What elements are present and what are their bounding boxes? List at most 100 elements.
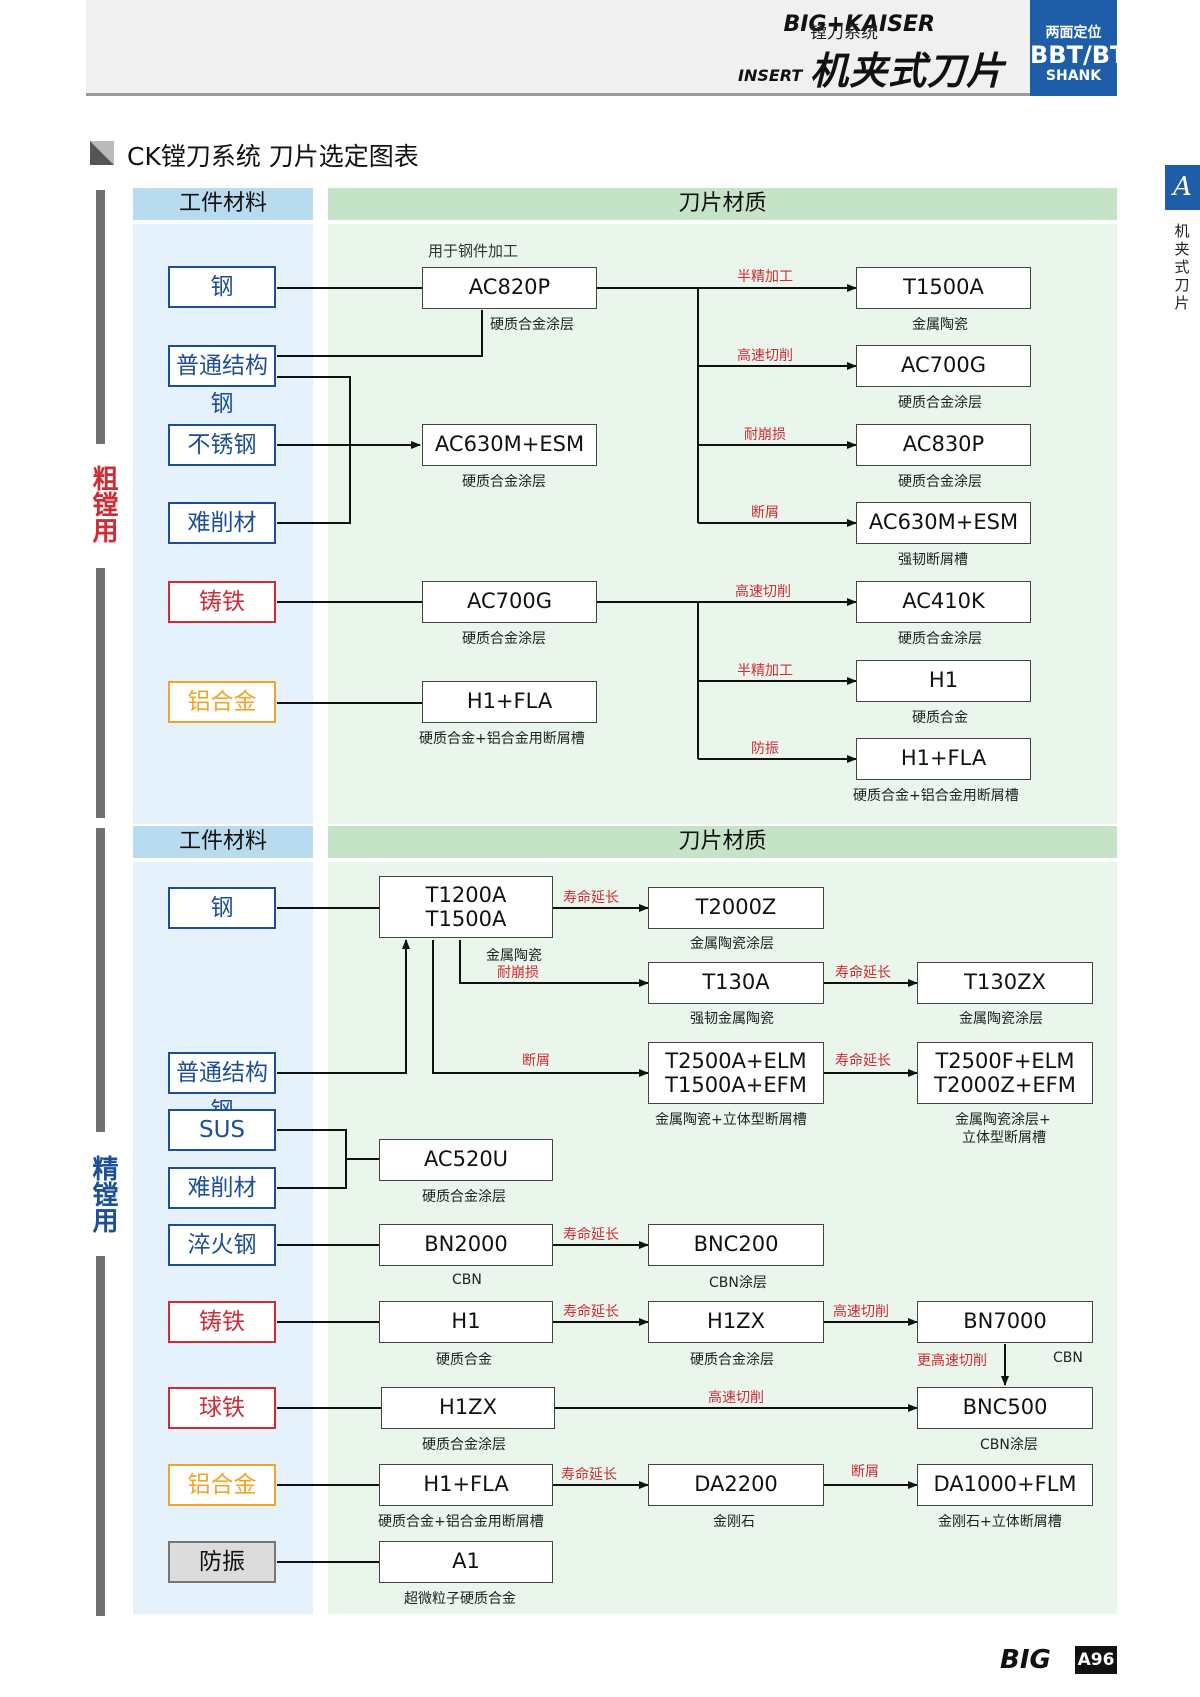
rough-insert-ac630m: AC630M+ESM [422, 424, 597, 466]
finish-insert-bn2000-caption: CBN [452, 1272, 482, 1288]
rough-insert-h1fla-b-caption: 硬质合金+铝合金用断屑槽 [853, 788, 1019, 804]
rough-insert-t1500a: T1500A [856, 267, 1031, 309]
finish-insert-h1: H1 [379, 1301, 553, 1343]
rough-insert-ac700g-b: AC700G [856, 345, 1031, 387]
finish-material-steel: 钢 [168, 887, 276, 929]
rough-bar-bottom [96, 568, 105, 818]
finish-material-ductile-iron: 球铁 [168, 1387, 276, 1429]
finish-label-life-4: 寿命延长 [563, 1227, 619, 1243]
side-tab-text: 机夹式刀片 [1174, 222, 1190, 312]
finish-bar-bottom [96, 1256, 105, 1616]
finish-material-cast-iron: 铸铁 [168, 1301, 276, 1343]
rough-insert-ac820p-caption: 硬质合金涂层 [490, 317, 574, 333]
finish-insert-t130a-caption: 强韧金属陶瓷 [690, 1011, 774, 1027]
rough-material-aluminum: 铝合金 [168, 681, 276, 723]
finish-label-higher-speed: 更高速切削 [917, 1353, 987, 1369]
finish-label-chip: 断屑 [522, 1053, 550, 1069]
rough-insert-ac830p: AC830P [856, 424, 1031, 466]
rough-note-steel: 用于钢件加工 [428, 242, 519, 260]
finish-insert-t2000z-caption: 金属陶瓷涂层 [690, 936, 774, 952]
finish-insert-h1zx-b: H1ZX [381, 1387, 555, 1429]
rough-insert-ac820p: AC820P [422, 267, 597, 309]
finish-insert-t1200a: T1200A T1500A [379, 876, 553, 938]
rough-bar-top [96, 190, 105, 444]
finish-insert-da2200-caption: 金刚石 [713, 1514, 755, 1530]
rough-label-high-speed-1: 高速切削 [737, 348, 793, 364]
finish-label-life-2: 寿命延长 [835, 965, 891, 981]
finish-insert-t2000z: T2000Z [648, 887, 824, 929]
shank-badge: 两面定位 BBT/BT SHANK [1030, 0, 1126, 96]
brand-logo: BIG+KAISER [783, 12, 935, 37]
finish-insert-bn7000: BN7000 [917, 1301, 1093, 1343]
finish-label-wear: 耐崩损 [497, 965, 539, 981]
finish-label-life-5: 寿命延长 [563, 1304, 619, 1320]
rough-insert-ac410k-caption: 硬质合金涂层 [898, 631, 982, 647]
rough-insert-h1fla-caption: 硬质合金+铝合金用断屑槽 [419, 731, 585, 747]
finish-insert-a1: A1 [379, 1541, 553, 1583]
finish-bar-top [96, 828, 105, 1132]
rough-insert-ac630m-caption: 硬质合金涂层 [462, 474, 546, 490]
rough-insert-ac700g-b-caption: 硬质合金涂层 [898, 395, 982, 411]
rough-label-antivibration: 防振 [751, 741, 779, 757]
finish-insert-t2500f: T2500F+ELM T2000Z+EFM [917, 1042, 1093, 1104]
finish-insert-bnc500-caption: CBN涂层 [980, 1437, 1038, 1453]
finish-label-high-speed-1: 高速切削 [833, 1304, 889, 1320]
rough-header-left: 工件材料 [133, 188, 313, 220]
finish-label-life-3: 寿命延长 [835, 1053, 891, 1069]
rough-label-high-speed-2: 高速切削 [735, 584, 791, 600]
finish-insert-bn7000-caption: CBN [1053, 1350, 1083, 1366]
finish-insert-t2500a: T2500A+ELM T1500A+EFM [648, 1042, 824, 1104]
finish-insert-da1000: DA1000+FLM [917, 1464, 1093, 1506]
finish-insert-ac520u: AC520U [379, 1139, 553, 1181]
finish-insert-h1-caption: 硬质合金 [436, 1352, 492, 1368]
finish-insert-ac520u-caption: 硬质合金涂层 [422, 1189, 506, 1205]
rough-material-stainless: 不锈钢 [168, 424, 276, 466]
section-icon [90, 141, 114, 165]
rough-label-semi-finish-2: 半精加工 [737, 663, 793, 679]
rough-material-steel: 钢 [168, 266, 276, 308]
finish-label-high-speed-2: 高速切削 [708, 1390, 764, 1406]
finish-insert-h1fla: H1+FLA [379, 1464, 553, 1506]
rough-insert-ac830p-caption: 硬质合金涂层 [898, 474, 982, 490]
rough-insert-ac700g: AC700G [422, 581, 597, 623]
rough-label: 粗镗用 [88, 465, 118, 543]
finish-label: 精镗用 [88, 1155, 118, 1233]
finish-material-structural-steel: 普通结构钢 [168, 1052, 276, 1124]
finish-insert-bnc200: BNC200 [648, 1224, 824, 1266]
finish-insert-bnc200-caption: CBN涂层 [709, 1275, 767, 1291]
finish-insert-t1200a-caption: 金属陶瓷 [486, 948, 542, 964]
finish-material-sus: SUS [168, 1109, 276, 1151]
finish-label-chip-2: 断屑 [851, 1464, 879, 1480]
finish-insert-t130zx: T130ZX [917, 962, 1093, 1004]
rough-material-difficult: 难削材 [168, 502, 276, 544]
finish-header-right: 刀片材质 [328, 826, 1117, 858]
page-title: 机夹式刀片 [810, 49, 1006, 93]
finish-insert-h1fla-caption: 硬质合金+铝合金用断屑槽 [378, 1514, 544, 1530]
footer-logo: BIG [1000, 1645, 1051, 1675]
finish-insert-da2200: DA2200 [648, 1464, 824, 1506]
finish-insert-t2500f-caption-1: 金属陶瓷涂层+ [955, 1112, 1051, 1128]
rough-insert-ac700g-caption: 硬质合金涂层 [462, 631, 546, 647]
side-tab-letter[interactable]: A [1165, 165, 1200, 210]
header-insert: INSERT [738, 66, 803, 85]
rough-insert-h1: H1 [856, 660, 1031, 702]
finish-label-life-1: 寿命延长 [563, 890, 619, 906]
finish-insert-t130a: T130A [648, 962, 824, 1004]
header-bar [86, 0, 1117, 96]
finish-insert-h1zx-caption: 硬质合金涂层 [690, 1352, 774, 1368]
rough-label-semi-finish-1: 半精加工 [737, 269, 793, 285]
finish-insert-bn2000: BN2000 [379, 1224, 553, 1266]
rough-header-right: 刀片材质 [328, 188, 1117, 220]
rough-insert-ac410k: AC410K [856, 581, 1031, 623]
rough-material-cast-iron: 铸铁 [168, 581, 276, 623]
rough-insert-ac630m-b: AC630M+ESM [856, 502, 1031, 544]
finish-insert-t130zx-caption: 金属陶瓷涂层 [959, 1011, 1043, 1027]
finish-insert-t2500f-caption-2: 立体型断屑槽 [962, 1130, 1046, 1146]
finish-insert-da1000-caption: 金刚石+立体断屑槽 [938, 1514, 1062, 1530]
section-title: CK镗刀系统 刀片选定图表 [127, 142, 419, 171]
finish-insert-a1-caption: 超微粒子硬质合金 [404, 1591, 516, 1607]
finish-header-left: 工件材料 [133, 826, 313, 858]
finish-material-difficult: 难削材 [168, 1167, 276, 1209]
finish-insert-bnc500: BNC500 [917, 1387, 1093, 1429]
